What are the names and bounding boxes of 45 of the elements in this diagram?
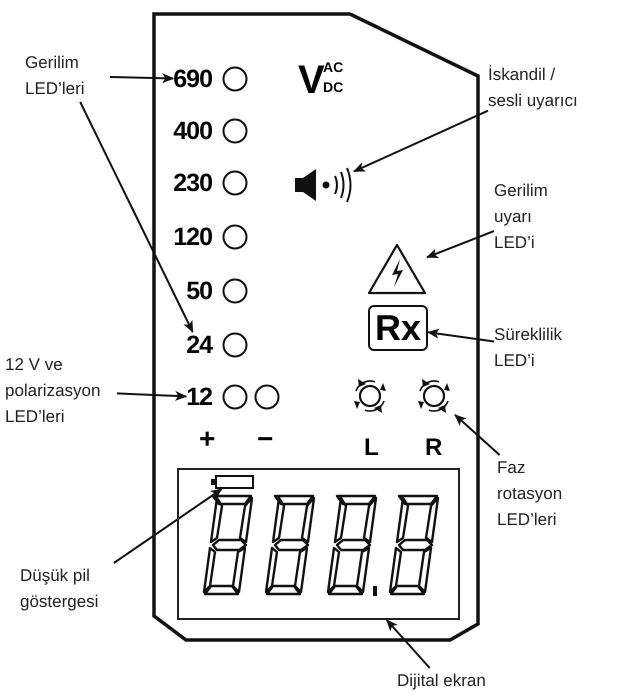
voltage-value-label: 690	[173, 66, 212, 92]
leader-arrow	[116, 390, 188, 401]
voltage-value-label: 50	[186, 278, 212, 304]
led-indicator	[222, 118, 248, 144]
high-voltage-warning-icon	[367, 243, 427, 295]
polarity-label: +	[199, 425, 216, 453]
rotation-label: R	[425, 436, 442, 460]
leader-arrow	[79, 102, 194, 333]
voltage-value-label: 24	[186, 332, 212, 358]
voltage-value-label: 12	[186, 384, 212, 410]
callout-text: Faz rotasyon LED’leri	[497, 455, 589, 533]
callout-text: Gerilim uyarı LED’i	[494, 178, 566, 256]
led-indicator	[222, 224, 248, 250]
led-indicator	[254, 384, 280, 410]
led-indicator	[222, 384, 248, 410]
leader-arrow	[386, 619, 430, 669]
digital-display	[177, 468, 460, 620]
voltage-value-label: 120	[173, 224, 212, 250]
callout-text: 12 V ve polarizasyon LED’leri	[5, 352, 117, 430]
led-indicator	[222, 170, 248, 196]
leader-arrow	[110, 73, 174, 84]
leader-arrow	[113, 488, 223, 564]
leader-arrow	[427, 328, 494, 342]
led-indicator	[222, 66, 248, 92]
led-indicator	[222, 278, 248, 304]
speaker-icon	[294, 166, 354, 204]
callout-text: Dijital ekran	[397, 668, 486, 694]
callout-text: Gerilim LED’leri	[25, 50, 110, 102]
continuity-indicator: Rx	[368, 305, 428, 351]
polarity-label: −	[257, 425, 274, 453]
callout-text: Süreklilik LED’i	[494, 322, 586, 374]
leader-arrow	[353, 110, 488, 172]
ac-label: AC	[323, 60, 344, 74]
rotation-label: L	[364, 436, 379, 460]
led-indicator	[222, 332, 248, 358]
callout-text: Düşük pil göstergesi	[20, 563, 132, 615]
callout-text: İskandil / sesli uyarıcı	[488, 62, 588, 114]
voltage-symbol: V	[298, 60, 325, 100]
voltage-value-label: 230	[173, 170, 212, 196]
device-panel	[152, 12, 480, 642]
leader-arrow	[454, 414, 500, 456]
leader-arrow	[426, 230, 494, 258]
voltage-value-label: 400	[173, 118, 212, 144]
dc-label: DC	[323, 80, 344, 94]
battery-icon	[210, 475, 254, 489]
